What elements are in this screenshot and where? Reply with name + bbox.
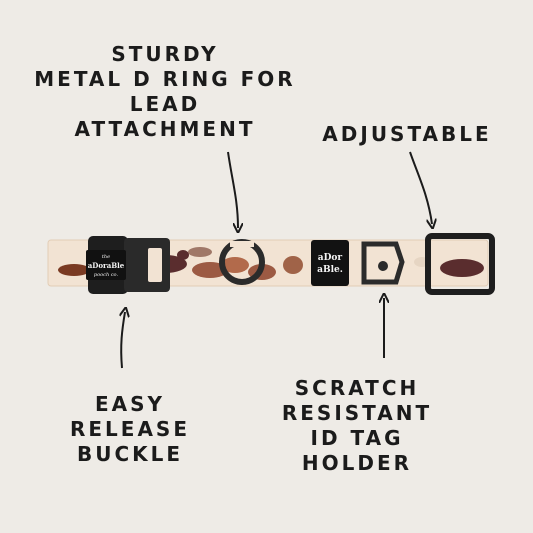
brand-tag-line-2: aBle. [317, 265, 343, 275]
adjuster-frame [425, 233, 495, 295]
buckle-logo-plate [86, 250, 126, 280]
label-d-ring-line-1: STURDY [111, 42, 219, 66]
label-adjustable-line-1: ADJUSTABLE [322, 122, 492, 146]
label-d-ring-line-3: LEAD [129, 92, 201, 116]
brand-tag-plate [311, 240, 349, 286]
buckle-logo-line-3: pooch co. [94, 272, 119, 278]
dog-print-9 [440, 259, 484, 277]
label-buckle-line-2: RELEASE [69, 417, 190, 441]
metal-d-ring [219, 239, 265, 285]
dog-print-2 [188, 247, 212, 257]
label-id-tag: SCRATCH RESISTANT ID TAG HOLDER [262, 376, 452, 476]
label-buckle-line-1: EASY [94, 392, 166, 416]
buckle-slot [148, 248, 162, 282]
label-id-tag-line-4: HOLDER [301, 451, 413, 475]
label-d-ring-line-4: ATTACHMENT [74, 117, 256, 141]
label-buckle-line-3: BUCKLE [76, 442, 184, 466]
label-d-ring-line-2: METAL D RING FOR [34, 67, 296, 91]
brand-tag: aDor aBle. [311, 240, 349, 286]
label-adjustable: ADJUSTABLE [312, 122, 502, 147]
dog-print-4 [192, 262, 228, 278]
label-id-tag-line-3: ID TAG [310, 426, 404, 450]
dog-print-1 [58, 264, 90, 276]
arrow-buckle [121, 312, 125, 369]
d-ring-strap-fold [230, 241, 254, 247]
dog-print-7 [283, 256, 303, 274]
label-id-tag-line-2: RESISTANT [281, 401, 433, 425]
release-buckle: the aDoraBle pooch co. [86, 236, 170, 294]
arrow-d-ring [227, 151, 238, 228]
buckle-female [124, 238, 170, 292]
id-tag-holder-rivet [378, 261, 388, 271]
arrow-adjustable [409, 151, 432, 224]
id-tag-holder-ring [361, 241, 405, 285]
label-buckle: EASY RELEASE BUCKLE [50, 392, 210, 467]
buckle-logo-line-1: the [102, 254, 110, 260]
brand-tag-line-1: aDor [318, 253, 343, 263]
adjuster-slide [425, 233, 495, 295]
buckle-logo-line-2: aDoraBle [88, 261, 125, 270]
label-d-ring: STURDY METAL D RING FOR LEAD ATTACHMENT [20, 42, 310, 142]
label-id-tag-line-1: SCRATCH [294, 376, 420, 400]
dog-print-3-head [177, 250, 189, 260]
dog-print-5 [221, 257, 249, 273]
id-tag-holder [361, 241, 405, 285]
